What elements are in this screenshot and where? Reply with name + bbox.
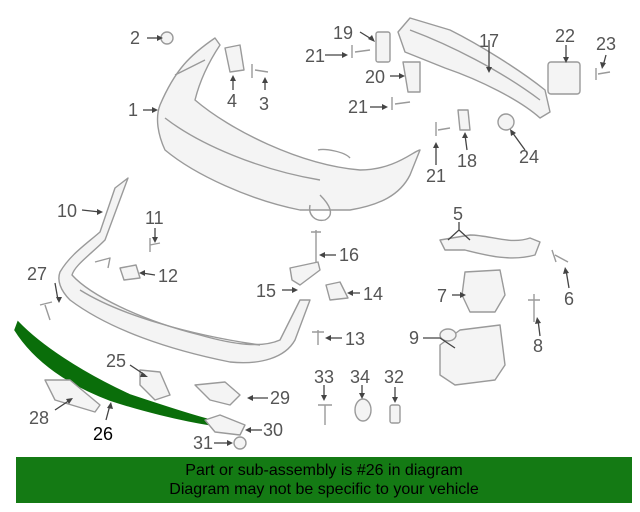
nut-part-31 <box>233 436 247 450</box>
bracket-part-30 <box>204 414 246 436</box>
callout-21-top: 21 <box>305 46 325 66</box>
callout-7: 7 <box>437 286 447 306</box>
callout-labels: 1 2 3 4 5 6 7 8 9 10 11 12 13 14 15 16 1… <box>27 23 616 453</box>
callout-16: 16 <box>339 245 359 265</box>
bracket-part-25 <box>139 369 171 401</box>
nut-part-24 <box>497 113 515 131</box>
callout-20: 20 <box>365 67 385 87</box>
leader-lines <box>54 31 607 446</box>
bracket-part-15 <box>289 261 321 286</box>
bracket-part-19 <box>375 31 391 63</box>
callout-33: 33 <box>314 367 334 387</box>
callout-24: 24 <box>519 147 539 167</box>
callout-26: 26 <box>93 424 113 444</box>
clip-part-4 <box>224 44 245 73</box>
callout-30: 30 <box>263 420 283 440</box>
bracket-part-5 <box>439 234 541 259</box>
callout-9: 9 <box>409 328 419 348</box>
callout-1: 1 <box>128 100 138 120</box>
callout-28: 28 <box>29 408 49 428</box>
callout-29: 29 <box>270 388 290 408</box>
plug-part-34 <box>354 398 372 422</box>
callout-3: 3 <box>259 94 269 114</box>
clip-part-12 <box>119 264 141 281</box>
callout-11: 11 <box>145 208 164 228</box>
notice-line-disclaimer: Diagram may not be specific to your vehi… <box>169 481 479 498</box>
notice-line-part-number: Part or sub-assembly is #26 in diagram <box>185 462 463 479</box>
callout-18: 18 <box>457 151 477 171</box>
callout-17: 17 <box>479 31 499 51</box>
callout-8: 8 <box>533 336 543 356</box>
callout-2: 2 <box>130 28 140 48</box>
clip-part-14 <box>325 281 349 301</box>
callout-22: 22 <box>555 26 575 46</box>
bracket-part-29 <box>194 381 241 406</box>
callout-27: 27 <box>27 264 47 284</box>
exploded-parts-diagram: 1 2 3 4 5 6 7 8 9 10 11 12 13 14 15 16 1… <box>14 17 616 453</box>
callout-15: 15 <box>256 281 276 301</box>
callout-6: 6 <box>564 289 574 309</box>
bracket-part-20 <box>402 61 421 93</box>
callout-21-lower: 21 <box>426 166 446 186</box>
bracket-part-22 <box>547 61 581 95</box>
callout-25: 25 <box>106 351 126 371</box>
bracket-part-7 <box>461 269 506 313</box>
bumper-lower-support-part <box>58 177 311 364</box>
bumper-cover-part <box>156 37 421 222</box>
callout-13: 13 <box>345 329 365 349</box>
callout-21-middle: 21 <box>348 97 368 117</box>
callout-4: 4 <box>227 91 237 111</box>
bumper-reinforcement-part <box>397 17 551 119</box>
callout-5: 5 <box>453 204 463 224</box>
callout-14: 14 <box>363 284 383 304</box>
bolts-and-screws <box>39 45 611 425</box>
callout-31: 31 <box>193 433 213 453</box>
callout-34: 34 <box>350 367 370 387</box>
clip-part-9 <box>439 328 457 342</box>
trim-part-28 <box>44 379 101 413</box>
cap-part-32 <box>389 404 401 424</box>
callout-32: 32 <box>384 367 404 387</box>
callout-23: 23 <box>596 34 616 54</box>
callout-10: 10 <box>57 201 77 221</box>
callout-12: 12 <box>158 266 178 286</box>
diagram-notice-banner: Part or sub-assembly is #26 in diagram D… <box>16 457 632 503</box>
cover-part-9 <box>439 324 506 386</box>
bracket-part-18 <box>457 109 471 131</box>
callout-19: 19 <box>333 23 353 43</box>
